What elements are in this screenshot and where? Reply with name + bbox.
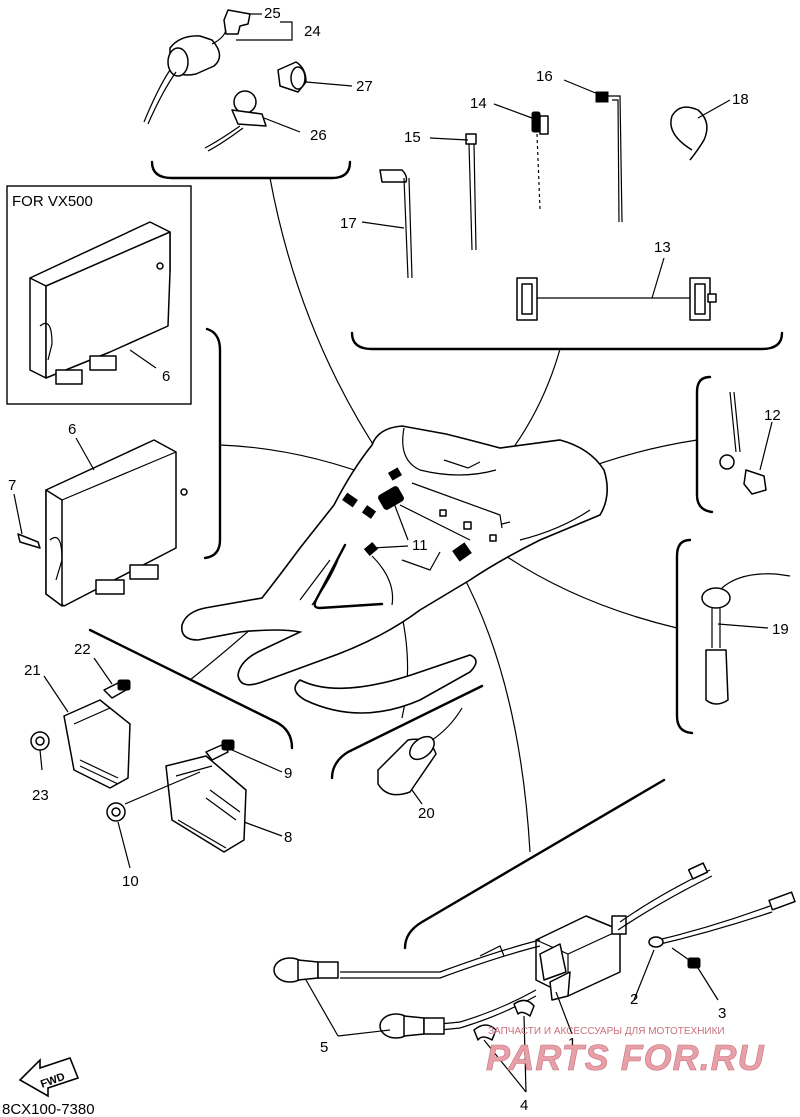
part-21-box — [63, 699, 131, 789]
part-22-bolt — [103, 679, 131, 699]
callout-17: 17 — [340, 215, 357, 232]
hull-outline — [181, 425, 608, 714]
callout-leaders — [13, 13, 773, 1093]
callout-16: 16 — [536, 68, 553, 85]
callout-4: 4 — [520, 1097, 528, 1114]
part-24-switch — [143, 9, 251, 125]
part-26-sensor — [204, 90, 267, 152]
part-4-clamps — [473, 999, 535, 1041]
callout-15: 15 — [404, 129, 421, 146]
callout-1: 1 — [568, 1035, 576, 1052]
fwd-arrow-icon: FWD — [18, 1057, 80, 1098]
callout-27: 27 — [356, 78, 373, 95]
part-9-bolt — [205, 739, 235, 761]
callout-19: 19 — [772, 621, 789, 638]
main-wire-harness — [313, 467, 511, 610]
part-1-ignition-coil — [535, 915, 627, 1001]
ecu-unit-inset — [29, 221, 171, 385]
callout-22: 22 — [74, 641, 91, 658]
watermark-tagline: ЗАПЧАСТИ И АКСЕССУАРЫ ДЛЯ МОТОТЕХНИКИ — [488, 1026, 725, 1037]
diagram-code: 8CX100-7380 — [2, 1101, 95, 1117]
part-8-box — [165, 755, 247, 853]
part-23-nut — [30, 731, 50, 751]
part-14-clip — [531, 111, 549, 211]
callout-12: 12 — [764, 407, 781, 424]
callout-10: 10 — [122, 873, 139, 890]
callout-11: 11 — [412, 537, 428, 554]
part-27-collar — [277, 61, 307, 93]
part-19-sensor — [701, 573, 791, 705]
part-18-clip — [670, 106, 708, 161]
callout-26: 26 — [310, 127, 327, 144]
callout-8: 8 — [284, 829, 292, 846]
callout-21: 21 — [24, 662, 41, 679]
watermark: ЗАПЧАСТИ И АКСЕССУАРЫ ДЛЯ МОТОТЕХНИКИ PA… — [486, 1026, 765, 1078]
part-13-cable — [516, 277, 717, 321]
inset-box — [6, 185, 192, 405]
callout-24: 24 — [304, 23, 321, 40]
callout-14: 14 — [470, 95, 487, 112]
callout-23: 23 — [32, 787, 49, 804]
part-20-capacitor — [377, 707, 463, 796]
callout-numbers: 25 24 27 26 14 16 18 15 17 13 6 6 7 11 1… — [8, 5, 789, 1114]
callout-6: 6 — [68, 421, 76, 438]
part-16-band — [595, 91, 623, 223]
callout-13: 13 — [654, 239, 671, 256]
callout-5: 5 — [320, 1039, 328, 1056]
part-17-band — [379, 169, 413, 279]
part-15-band — [465, 133, 477, 251]
inset-title: FOR VX500 — [12, 193, 93, 210]
part-2-lead — [617, 862, 796, 948]
callout-7: 7 — [8, 477, 16, 494]
callout-2: 2 — [630, 991, 638, 1008]
part-10-nut — [106, 802, 126, 822]
callout-6-inset: 6 — [162, 368, 170, 385]
ecu-unit-main — [17, 439, 188, 607]
callout-9: 9 — [284, 765, 292, 782]
callout-18: 18 — [732, 91, 749, 108]
part-12-lead — [719, 391, 767, 495]
part-3-bolt — [671, 947, 701, 969]
callout-3: 3 — [718, 1005, 726, 1022]
callout-25: 25 — [264, 5, 281, 22]
watermark-logo: PARTS FOR.RU — [486, 1037, 765, 1078]
callout-20: 20 — [418, 805, 435, 822]
part-5-plug-caps — [273, 939, 541, 1039]
